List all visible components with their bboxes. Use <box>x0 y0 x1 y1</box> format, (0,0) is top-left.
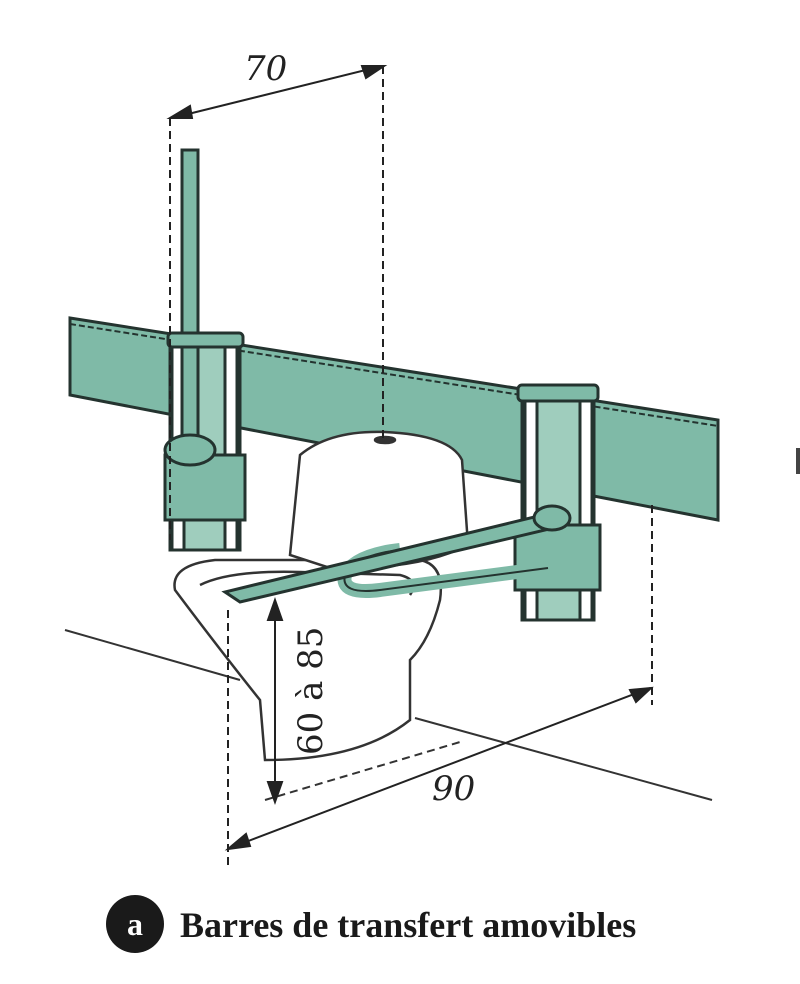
toilet <box>173 430 470 762</box>
dimension-90-label: 90 <box>432 769 475 809</box>
transfer-bar <box>221 504 572 604</box>
caption-title: Barres de transfert amovibles <box>180 905 636 945</box>
right-bracket <box>513 383 602 622</box>
cropped-glyph <box>796 448 800 474</box>
dimension-70 <box>166 65 388 540</box>
caption-badge <box>106 895 164 953</box>
dimension-90 <box>224 505 654 868</box>
caption-badge-letter: a <box>127 906 143 942</box>
left-bracket <box>163 148 247 552</box>
dimension-height-label: 60 à 85 <box>291 627 331 755</box>
dimension-70-label: 70 <box>244 49 287 89</box>
floor-lines <box>64 629 713 801</box>
left-folded-bar <box>180 148 200 452</box>
dimension-height <box>266 596 284 806</box>
